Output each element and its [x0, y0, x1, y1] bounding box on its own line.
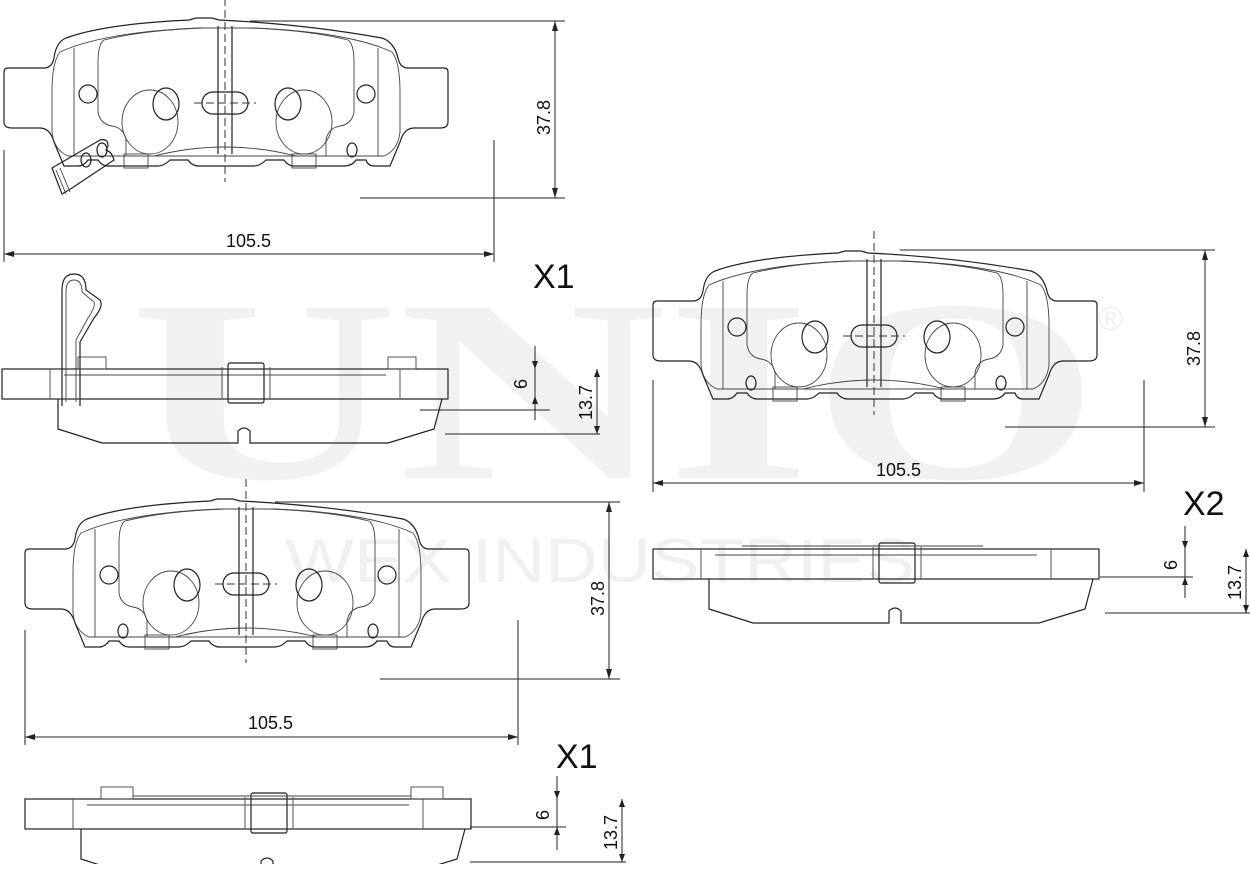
pad-1-height-label: 37.8	[534, 100, 554, 135]
pad-3-backing-label: 6	[533, 810, 553, 820]
pad-3-width-label: 105.5	[248, 713, 293, 733]
watermark-brand: UNIO	[130, 247, 1100, 535]
pad-1-width-label: 105.5	[226, 231, 271, 251]
pad-3-thickness-label: 13.7	[601, 815, 621, 850]
pad-2-side-view: X2 6 13.7	[652, 485, 1250, 624]
watermark: UNIO ® WEX INDUSTRIES	[130, 247, 1123, 596]
pad-2-width-label: 105.5	[876, 460, 921, 480]
retaining-clip-icon	[61, 273, 102, 406]
pad-1-backing-label: 6	[511, 379, 531, 389]
pad-1-quantity-label: X1	[533, 258, 575, 296]
wear-sensor-icon	[51, 139, 115, 195]
pad-3-side-view: X1 6 13.7	[24, 738, 626, 869]
pad-3-quantity-label: X1	[556, 738, 598, 776]
pad-2-backing-label: 6	[1161, 560, 1181, 570]
pad-1-side-view: X1 6 13.7	[1, 258, 600, 444]
pad-2-front-view: 105.5 37.8	[652, 230, 1215, 492]
pad-3-front-view: 105.5 37.8	[24, 478, 620, 745]
pad-2-thickness-label: 13.7	[1225, 565, 1245, 600]
pad-2-height-label: 37.8	[1184, 331, 1204, 366]
pad-1-thickness-label: 13.7	[576, 385, 596, 420]
pad-1-front-view: 105.5 37.8	[3, 0, 565, 262]
watermark-registered-mark: ®	[1098, 300, 1123, 338]
watermark-company: WEX INDUSTRIES	[285, 527, 915, 596]
pad-2-quantity-label: X2	[1183, 485, 1225, 523]
pad-3-height-label: 37.8	[588, 581, 608, 616]
